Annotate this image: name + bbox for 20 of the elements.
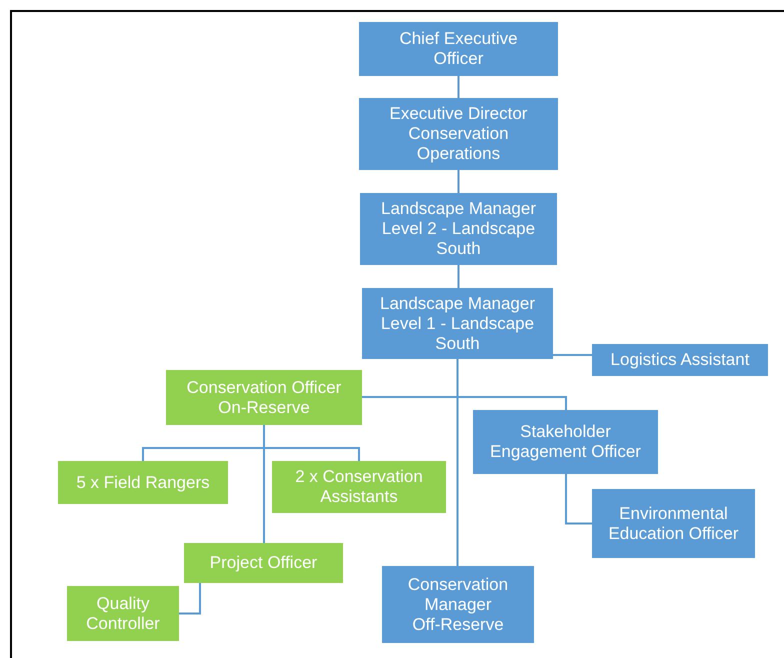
connector-line xyxy=(179,583,201,614)
position-box: Landscape Manager Level 2 - Landscape South xyxy=(360,193,557,265)
position-box: Conservation Manager Off-Reserve xyxy=(382,566,534,643)
position-box: Executive Director Conservation Operations xyxy=(359,98,558,170)
connector-line xyxy=(458,76,460,98)
position-box: Chief Executive Officer xyxy=(359,22,558,76)
connector-line xyxy=(565,474,592,524)
position-box: Project Officer xyxy=(184,543,343,583)
connector-line xyxy=(456,359,458,566)
position-box: Environmental Education Officer xyxy=(592,489,755,558)
position-box: Logistics Assistant xyxy=(592,344,768,376)
connector-line xyxy=(458,170,460,193)
position-box: 5 x Field Rangers xyxy=(58,461,228,504)
connector-line xyxy=(553,354,592,356)
position-box: Stakeholder Engagement Officer xyxy=(473,410,658,474)
position-box: Quality Controller xyxy=(67,586,179,641)
position-box: 2 x Conservation Assistants xyxy=(272,461,446,513)
position-box: Conservation Officer On-Reserve xyxy=(166,370,362,425)
position-box: Landscape Manager Level 1 - Landscape South xyxy=(362,288,553,359)
connector-line xyxy=(458,265,460,288)
